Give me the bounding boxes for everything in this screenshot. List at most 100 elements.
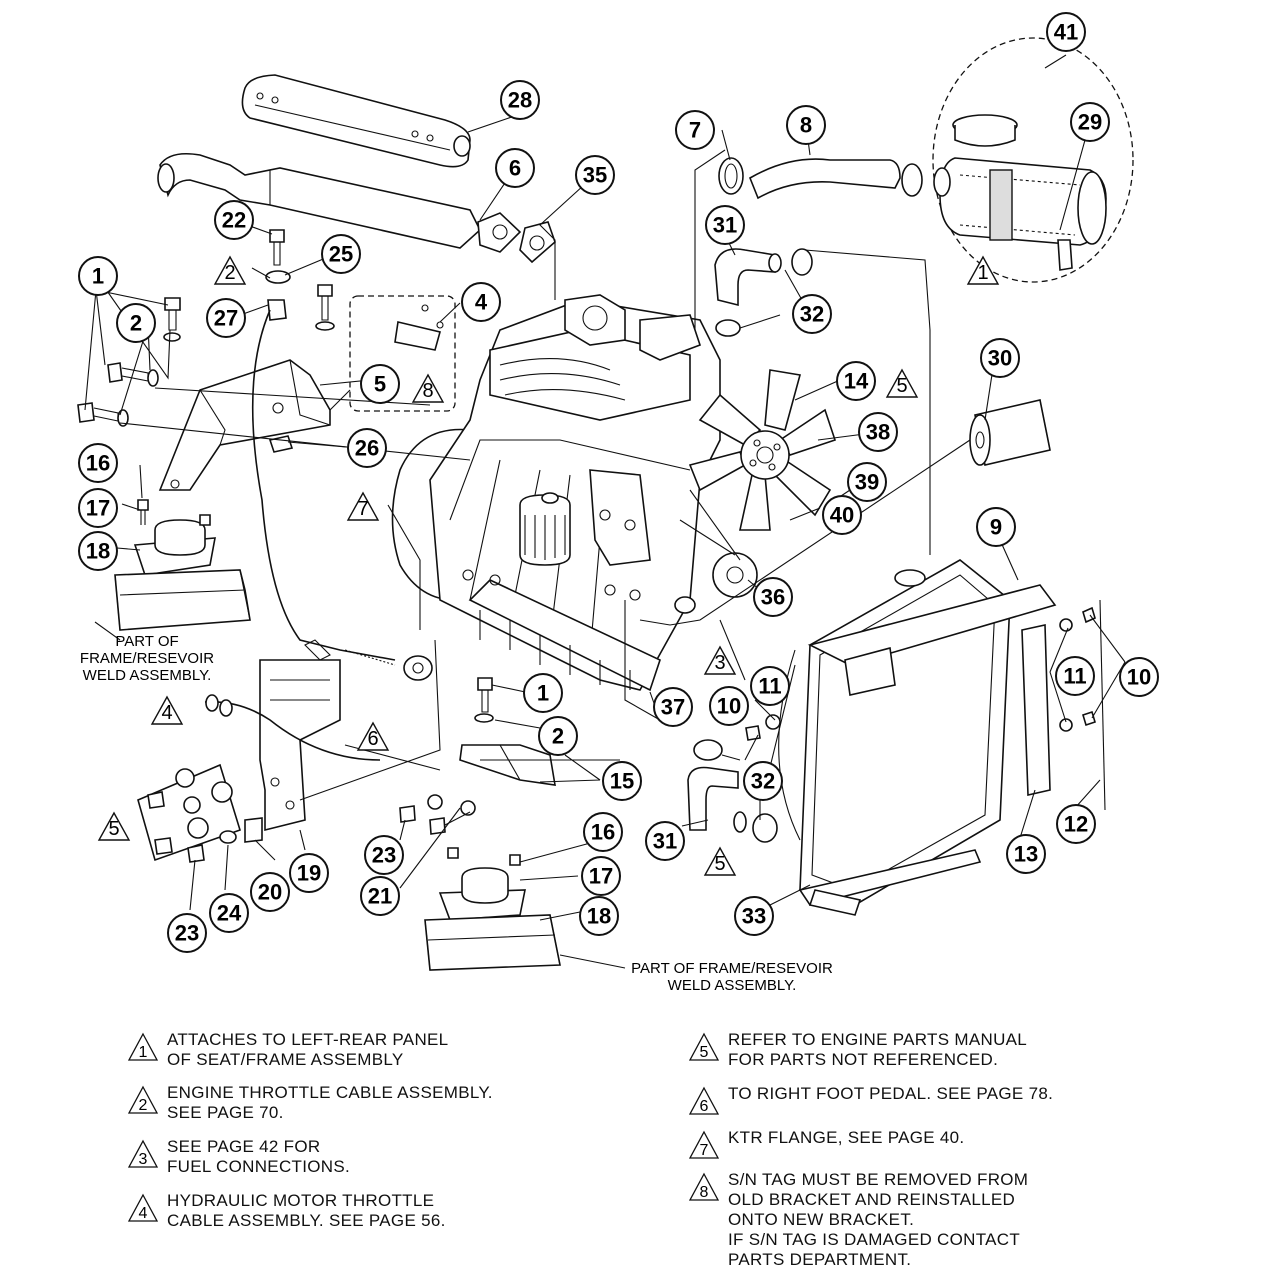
callout-12[interactable]: 12 [1056, 804, 1096, 844]
note-7-text: KTR FLANGE, SEE PAGE 40. [728, 1128, 965, 1147]
bolts-left [77, 229, 335, 453]
callout-39[interactable]: 39 [847, 462, 887, 502]
engine-mount-left [114, 499, 251, 631]
callout-26[interactable]: 26 [347, 428, 387, 468]
cooling-fan [688, 369, 837, 531]
callout-13[interactable]: 13 [1006, 834, 1046, 874]
callout-41[interactable]: 41 [1046, 12, 1086, 52]
callout-10-left[interactable]: 10 [709, 686, 749, 726]
radiator-hose-lower [687, 739, 778, 843]
note-6-text: TO RIGHT FOOT PEDAL. SEE PAGE 78. [728, 1084, 1054, 1103]
note-1: 1 ATTACHES TO LEFT-REAR PANEL OF SEAT/FR… [127, 1030, 448, 1070]
warning-triangle-icon: 8 [688, 1172, 720, 1201]
callout-23-center[interactable]: 23 [364, 835, 404, 875]
svg-text:9: 9 [990, 515, 1002, 540]
callout-40[interactable]: 40 [822, 495, 862, 535]
callout-7-top[interactable]: 7 [675, 110, 715, 150]
svg-text:17: 17 [589, 864, 613, 889]
callout-36[interactable]: 36 [753, 577, 793, 617]
callout-25[interactable]: 25 [321, 234, 361, 274]
callout-38[interactable]: 38 [858, 412, 898, 452]
callout-1-left[interactable]: 1 [78, 256, 118, 296]
svg-text:5: 5 [108, 818, 119, 840]
svg-text:2: 2 [552, 724, 564, 749]
air-cleaner-group [718, 37, 1134, 283]
callout-32-lower[interactable]: 32 [743, 761, 783, 801]
callout-18-left[interactable]: 18 [78, 531, 118, 571]
exhaust-gasket [519, 221, 556, 264]
svg-text:3: 3 [139, 1151, 148, 1168]
callout-21[interactable]: 21 [360, 876, 400, 916]
callout-2-left[interactable]: 2 [116, 303, 156, 343]
note-4: 4 HYDRAULIC MOTOR THROTTLE CABLE ASSEMBL… [127, 1191, 446, 1231]
svg-text:8: 8 [800, 113, 812, 138]
svg-text:6: 6 [367, 728, 378, 750]
callout-15[interactable]: 15 [602, 761, 642, 801]
callout-5[interactable]: 5 [360, 364, 400, 404]
svg-text:16: 16 [591, 820, 615, 845]
svg-text:FRAME/RESEVOIR: FRAME/RESEVOIR [80, 650, 214, 667]
note-3: 3 SEE PAGE 42 FOR FUEL CONNECTIONS. [127, 1137, 350, 1177]
exploded-parts-diagram: 1 2 3 4 5 5 5 6 7 8 41 28 7 8 29 6 35 22… [77, 12, 1159, 994]
callout-10-right[interactable]: 10 [1119, 657, 1159, 697]
frame-label-left: PART OF FRAME/RESEVOIR WELD ASSEMBLY. [80, 633, 214, 684]
engine-mount-center [399, 677, 556, 835]
callout-11-left[interactable]: 11 [750, 666, 790, 706]
callout-27[interactable]: 27 [206, 298, 246, 338]
flag-6-cable: 6 [356, 721, 390, 751]
flag-2-left: 2 [213, 255, 247, 285]
callout-4[interactable]: 4 [461, 282, 501, 322]
svg-text:5: 5 [700, 1044, 709, 1061]
svg-text:10: 10 [1127, 665, 1151, 690]
warning-triangle-icon: 4 [127, 1193, 159, 1222]
svg-text:18: 18 [587, 904, 611, 929]
callout-31-upper[interactable]: 31 [705, 205, 745, 245]
warning-triangle-icon: 5 [688, 1032, 720, 1061]
note-6: 6 TO RIGHT FOOT PEDAL. SEE PAGE 78. [688, 1084, 1053, 1116]
cable-bracket [204, 659, 381, 843]
callout-11-right[interactable]: 11 [1055, 656, 1095, 696]
svg-text:8: 8 [700, 1184, 709, 1201]
callout-2-center[interactable]: 2 [538, 716, 578, 756]
callout-28[interactable]: 28 [500, 80, 540, 120]
warning-triangle-icon: 6 [688, 1086, 720, 1115]
muffler [157, 152, 522, 253]
callout-23-left[interactable]: 23 [167, 913, 207, 953]
svg-text:19: 19 [297, 861, 321, 886]
callout-1-center[interactable]: 1 [523, 673, 563, 713]
callout-29[interactable]: 29 [1070, 102, 1110, 142]
warning-triangle-icon: 1 [127, 1032, 159, 1061]
callout-6[interactable]: 6 [495, 148, 535, 188]
callout-37[interactable]: 37 [653, 687, 693, 727]
flag-3-center: 3 [703, 645, 737, 675]
callout-20[interactable]: 20 [250, 872, 290, 912]
svg-text:7: 7 [357, 498, 368, 520]
callout-9[interactable]: 9 [976, 507, 1016, 547]
callout-17-bottom[interactable]: 17 [581, 856, 621, 896]
mount-plate-group [137, 763, 241, 863]
flag-5-left: 5 [97, 811, 131, 841]
svg-text:5: 5 [374, 372, 386, 397]
svg-text:21: 21 [368, 884, 392, 909]
callout-32-upper[interactable]: 32 [792, 294, 832, 334]
callout-18-bottom[interactable]: 18 [579, 896, 619, 936]
flag-5-fan: 5 [885, 368, 919, 398]
callout-19[interactable]: 19 [289, 853, 329, 893]
svg-text:2: 2 [139, 1097, 148, 1114]
svg-text:3: 3 [714, 652, 725, 674]
callout-16-left[interactable]: 16 [78, 443, 118, 483]
svg-text:2: 2 [130, 311, 142, 336]
note-8: 8 S/N TAG MUST BE REMOVED FROM OLD BRACK… [688, 1170, 1028, 1270]
callout-33[interactable]: 33 [734, 896, 774, 936]
callout-14[interactable]: 14 [836, 361, 876, 401]
svg-text:6: 6 [700, 1098, 709, 1115]
callout-16-bottom[interactable]: 16 [583, 812, 623, 852]
callout-22[interactable]: 22 [214, 200, 254, 240]
callout-24[interactable]: 24 [209, 893, 249, 933]
muffler-heat-shield [241, 74, 471, 168]
callout-30[interactable]: 30 [980, 338, 1020, 378]
callout-35[interactable]: 35 [575, 155, 615, 195]
callout-31-lower[interactable]: 31 [645, 821, 685, 861]
callout-8[interactable]: 8 [786, 105, 826, 145]
callout-17-left[interactable]: 17 [78, 488, 118, 528]
